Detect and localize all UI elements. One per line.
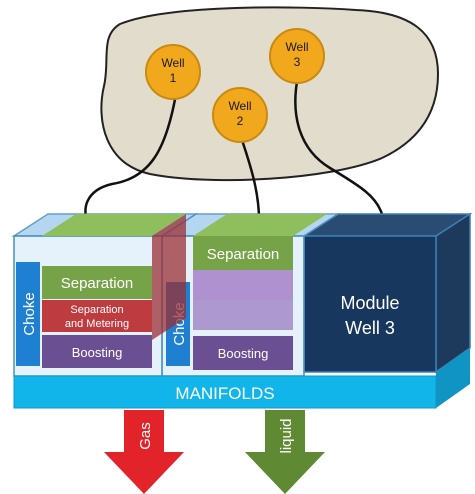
well-2: Well 2	[212, 87, 268, 143]
well-3-number: 3	[294, 55, 301, 69]
module-1-boosting-label: Boosting	[72, 345, 123, 360]
well-2-number: 2	[237, 114, 244, 128]
manifolds-label: MANIFOLDS	[175, 384, 274, 403]
module-well-3: Module Well 3	[301, 212, 473, 374]
module-1-sep-meter-line1: Separation	[70, 304, 123, 316]
gas-label: Gas	[137, 422, 154, 450]
well-1-number: 1	[170, 71, 177, 85]
well-1: Well 1	[145, 44, 201, 100]
well-1-flowline	[84, 93, 178, 227]
module-1-separation	[42, 266, 152, 299]
module-2-boosting	[193, 336, 293, 370]
module-1-separation-label: Separation	[61, 275, 134, 292]
liquid-output-arrow: liquid	[245, 410, 325, 494]
well-3: Well 3	[269, 28, 325, 84]
well-3-label: Well	[285, 40, 308, 54]
module-1-choke	[16, 262, 40, 366]
module-2-boosting-label: Boosting	[218, 346, 269, 361]
module-2-separation	[193, 236, 293, 270]
liquid-label: liquid	[278, 418, 295, 453]
module-1-separation-top	[42, 214, 186, 236]
module-well-1: Separation Separation and Metering Boost…	[11, 213, 199, 377]
module-1-boosting	[42, 335, 152, 368]
module-1-separation-metering	[42, 300, 152, 332]
module-2-separation-label: Separation	[207, 246, 280, 263]
well-3-flowline	[294, 75, 384, 215]
gas-output-arrow: Gas	[104, 410, 184, 494]
module-1-choke-label: Choke	[21, 292, 38, 335]
well-2-label: Well	[228, 99, 251, 113]
module-3-title: Module	[340, 293, 399, 313]
manifolds-bar: MANIFOLDS	[13, 348, 470, 409]
reservoir-shape	[100, 6, 440, 182]
module-2-separation-top	[193, 214, 327, 236]
well-1-label: Well	[161, 56, 184, 70]
module-1-sep-meter-line2: and Metering	[65, 318, 129, 330]
module-3-subtitle: Well 3	[345, 318, 395, 338]
